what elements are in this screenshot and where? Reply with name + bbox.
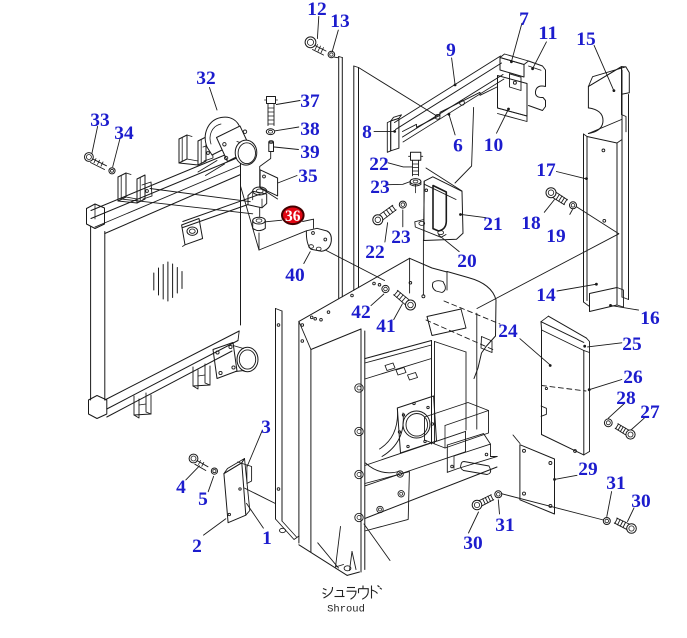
- svg-text:37: 37: [300, 92, 319, 112]
- svg-text:22: 22: [365, 243, 384, 263]
- svg-text:14: 14: [536, 286, 555, 306]
- svg-text:36: 36: [285, 208, 301, 225]
- svg-text:15: 15: [576, 30, 595, 50]
- svg-text:3: 3: [261, 418, 271, 438]
- svg-text:Shroud: Shroud: [327, 604, 365, 616]
- svg-text:31: 31: [606, 474, 625, 494]
- svg-text:4: 4: [176, 478, 186, 498]
- svg-text:30: 30: [463, 534, 482, 554]
- svg-text:40: 40: [285, 266, 304, 286]
- svg-text:33: 33: [90, 111, 109, 131]
- svg-text:41: 41: [376, 317, 395, 337]
- svg-text:20: 20: [457, 252, 476, 272]
- svg-text:16: 16: [640, 309, 659, 329]
- svg-text:25: 25: [622, 335, 641, 355]
- svg-text:24: 24: [498, 322, 517, 342]
- svg-text:31: 31: [495, 516, 514, 536]
- svg-text:22: 22: [369, 155, 388, 175]
- svg-text:21: 21: [483, 215, 502, 235]
- svg-text:1: 1: [262, 529, 272, 549]
- svg-text:23: 23: [391, 228, 410, 248]
- svg-text:29: 29: [578, 460, 597, 480]
- svg-text:35: 35: [298, 167, 317, 187]
- svg-text:11: 11: [538, 24, 557, 44]
- svg-text:9: 9: [446, 41, 456, 61]
- svg-text:6: 6: [453, 137, 463, 157]
- svg-text:27: 27: [640, 403, 659, 423]
- svg-text:28: 28: [616, 389, 635, 409]
- svg-text:42: 42: [351, 303, 370, 323]
- svg-text:12: 12: [307, 0, 326, 20]
- svg-text:18: 18: [521, 214, 540, 234]
- svg-text:39: 39: [300, 143, 319, 163]
- svg-text:19: 19: [546, 227, 565, 247]
- svg-text:17: 17: [536, 161, 555, 181]
- svg-text:7: 7: [519, 10, 529, 30]
- svg-text:8: 8: [362, 123, 372, 143]
- svg-text:26: 26: [623, 368, 642, 388]
- svg-text:34: 34: [114, 124, 133, 144]
- svg-text:32: 32: [196, 69, 215, 89]
- svg-text:38: 38: [300, 120, 319, 140]
- svg-text:23: 23: [370, 178, 389, 198]
- svg-text:30: 30: [631, 492, 650, 512]
- svg-text:13: 13: [330, 12, 349, 32]
- svg-text:2: 2: [192, 537, 202, 557]
- svg-text:5: 5: [198, 490, 208, 510]
- svg-text:10: 10: [484, 136, 503, 156]
